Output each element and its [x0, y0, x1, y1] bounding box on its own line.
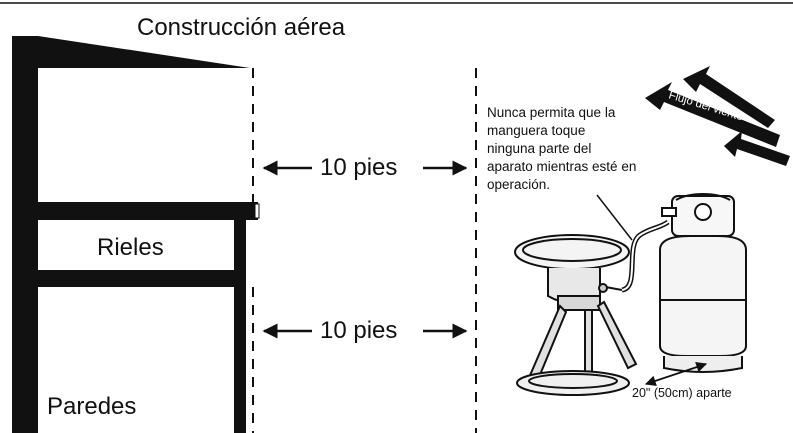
warning-pointer [596, 194, 633, 241]
distance-label-top: 10 pies [320, 154, 398, 181]
burner-stand [514, 234, 638, 396]
propane-tank [659, 193, 747, 373]
upper-rail [12, 202, 258, 220]
rails-label: Rieles [97, 234, 164, 261]
spacing-label: 20" (50cm) aparte [632, 386, 732, 400]
spacing-arrow [644, 361, 708, 387]
wall [234, 220, 246, 433]
lower-rail [12, 270, 246, 287]
walls-label: Paredes [47, 393, 137, 420]
wind-arrows [645, 66, 790, 166]
distance-label-bottom: 10 pies [320, 317, 398, 344]
structure [12, 36, 260, 433]
diagram-title: Construcción aérea [137, 14, 346, 41]
overhead-construction [12, 36, 250, 433]
distance-arrows [262, 160, 468, 339]
hose-warning-text: Nunca permita que la manguera toque ning… [487, 105, 637, 192]
